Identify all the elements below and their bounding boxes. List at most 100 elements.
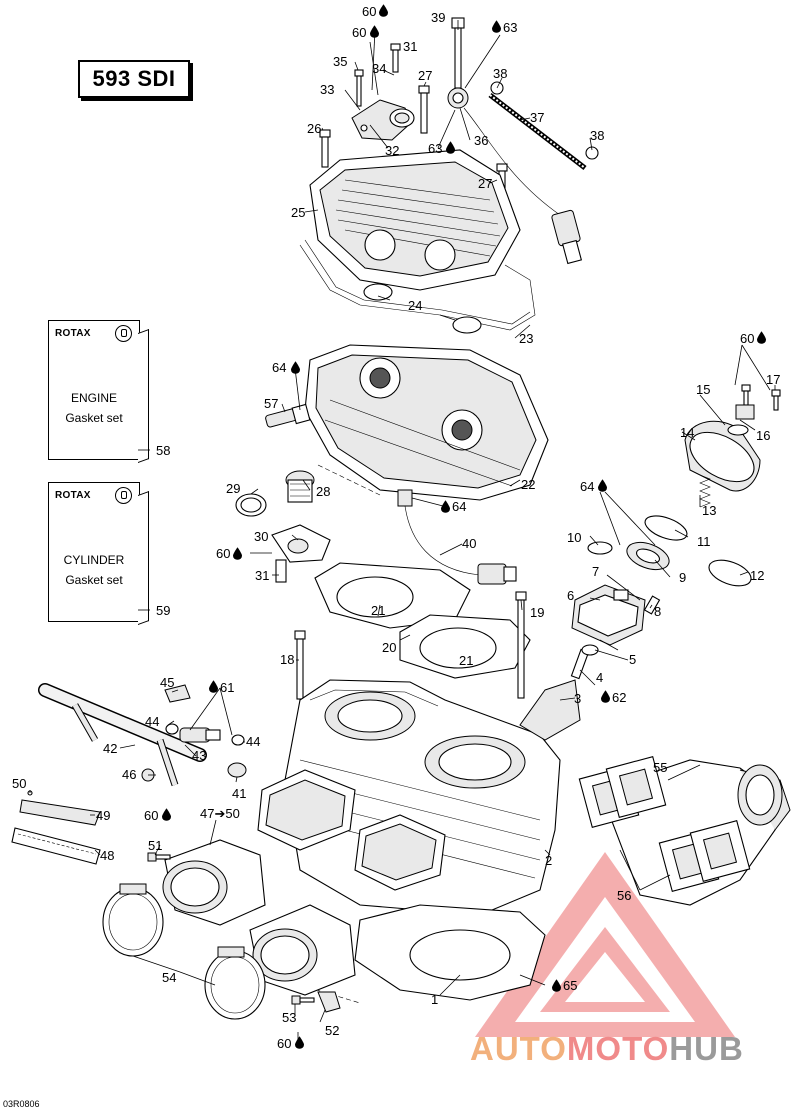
callout-40: 40 (462, 536, 476, 551)
callout-43: 43 (192, 748, 206, 763)
callout-10: 10 (567, 530, 581, 545)
callout-38: 38 (590, 128, 604, 143)
callout-50: 50 (12, 776, 26, 791)
watermark-part: AUTO (470, 1030, 567, 1067)
callout-6: 6 (567, 588, 574, 603)
head-gaskets (314, 562, 531, 679)
callout-62: 62 (612, 690, 626, 705)
callout-34: 34 (372, 61, 386, 76)
callout-8: 8 (654, 604, 661, 619)
callout-51: 51 (148, 838, 162, 853)
kit-title: ENGINE (70, 391, 117, 405)
oil-drop-icon (441, 500, 450, 513)
callout-60: 60 (277, 1036, 291, 1051)
callout-57: 57 (264, 396, 278, 411)
kit-brand: ROTAX (55, 328, 91, 339)
callout-44: 44 (246, 734, 260, 749)
watermark-triangle-logo (475, 852, 735, 1037)
head-cover-group (299, 17, 599, 334)
callout-30: 30 (254, 529, 268, 544)
callout-32: 32 (385, 143, 399, 158)
cylinder-gasket-kit: ROTAX CYLINDER Gasket set (48, 482, 149, 626)
rotax-logo-icon (115, 325, 132, 342)
callout-60: 60 (144, 808, 158, 823)
callout-46: 46 (122, 767, 136, 782)
callout-44: 44 (145, 714, 159, 729)
oil-drop-icon (601, 690, 610, 703)
kit-title: CYLINDER (63, 553, 125, 567)
callout-29: 29 (226, 481, 240, 496)
callout-16: 16 (756, 428, 770, 443)
callout-12: 12 (750, 568, 764, 583)
callout-31: 31 (403, 39, 417, 54)
oil-drop-icon (446, 141, 455, 154)
callout-19: 19 (530, 605, 544, 620)
callout-9: 9 (679, 570, 686, 585)
callout-33: 33 (320, 82, 334, 97)
callout-39: 39 (431, 10, 445, 25)
callout-38: 38 (493, 66, 507, 81)
cylinder-head (265, 344, 549, 501)
intake-adaptors (102, 839, 356, 1020)
callout-15: 15 (696, 382, 710, 397)
oil-drop-icon (370, 25, 379, 38)
callout-56: 56 (617, 888, 631, 903)
oil-drop-icon (492, 20, 501, 33)
callout-60: 60 (362, 4, 376, 19)
callout-7: 7 (592, 564, 599, 579)
callout-23: 23 (519, 331, 533, 346)
oil-drop-icon (233, 547, 242, 560)
rave-valve-group (519, 384, 781, 741)
callout-53: 53 (282, 1010, 296, 1025)
callout-27: 27 (478, 176, 492, 191)
fuel-rail-group (11, 683, 247, 865)
oil-drop-icon (379, 4, 388, 17)
oil-drop-icon (162, 808, 171, 821)
callout-18: 18 (280, 652, 294, 667)
thermostat-group (235, 470, 331, 583)
callout-21: 21 (459, 653, 473, 668)
callout-28: 28 (316, 484, 330, 499)
cylinder-block (257, 679, 561, 916)
watermark-part: HUB (669, 1030, 744, 1067)
callout-42: 42 (103, 741, 117, 756)
oil-drop-icon (598, 479, 607, 492)
leader-lines (29, 20, 776, 1040)
exhaust-manifold (578, 755, 791, 906)
callout-22: 22 (521, 477, 535, 492)
callout-5: 5 (629, 652, 636, 667)
oil-drop-icon (295, 1036, 304, 1049)
callout-64: 64 (452, 499, 466, 514)
callout-13: 13 (702, 503, 716, 518)
callout-24: 24 (408, 298, 422, 313)
oil-drop-icon (757, 331, 766, 344)
callout-48: 48 (100, 848, 114, 863)
callout-61: 61 (220, 680, 234, 695)
callout-35: 35 (333, 54, 347, 69)
callout-17: 17 (766, 372, 780, 387)
model-label: 593 SDI (78, 60, 190, 98)
callout-1: 1 (431, 992, 438, 1007)
callout-41: 41 (232, 786, 246, 801)
callout-55: 55 (653, 760, 667, 775)
engine-gasket-kit: ROTAX ENGINE Gasket set (48, 320, 149, 464)
callout-60: 60 (352, 25, 366, 40)
temperature-sensor (397, 489, 517, 585)
callout-21: 21 (371, 603, 385, 618)
kit-brand: ROTAX (55, 490, 91, 501)
oil-drop-icon (552, 979, 561, 992)
callout-26: 26 (307, 121, 321, 136)
callout-54: 54 (162, 970, 176, 985)
callout-52: 52 (325, 1023, 339, 1038)
callout-63: 63 (503, 20, 517, 35)
callout-27: 27 (418, 68, 432, 83)
callout-64: 64 (580, 479, 594, 494)
callout-64: 64 (272, 360, 286, 375)
callout-36: 36 (474, 133, 488, 148)
watermark-text: AUTOMOTOHUB (470, 1030, 744, 1068)
callout-58: 58 (156, 443, 170, 458)
kit-subtitle: Gasket set (65, 411, 123, 425)
reference-code: 03R0806 (3, 1099, 40, 1109)
